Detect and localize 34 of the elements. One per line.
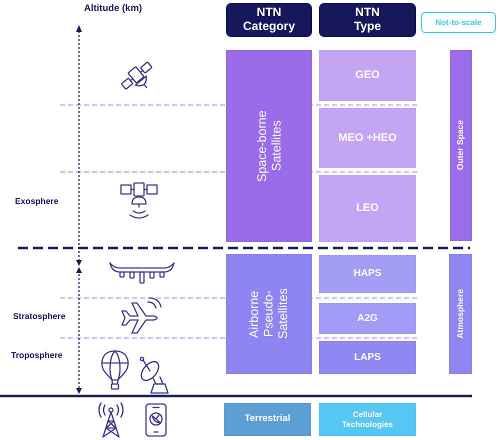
type-label: LAPS [354,352,381,364]
region-bar [450,50,472,241]
column-heading: NTN Category [242,6,296,34]
layer-name: Exosphere [15,197,58,206]
scale-note: Not-to-scale [435,18,482,28]
axis-title: Altitude (km) [84,4,142,14]
type-label: A2G [357,312,378,324]
type-block [319,303,416,334]
type-label: GEO [355,69,380,82]
category-block [226,50,312,242]
category-block [224,403,311,436]
type-block [319,403,416,436]
type-block [319,175,416,242]
region-bar [449,254,472,374]
category-label: Airborne Pseudo-Satellites [247,288,291,342]
type-block [319,341,416,374]
type-label: MEO +HEO [338,132,397,144]
layer-name: Troposphere [11,351,62,360]
region-label: Outer Space [456,120,466,171]
type-label: HAPS [354,268,382,280]
category-block [226,254,312,374]
type-block [319,255,416,293]
category-label: Terrestrial [244,414,290,425]
column-header [319,3,416,37]
layer-name: Stratosphere [13,312,66,322]
column-heading: NTN Type [352,6,382,34]
column-header [226,3,312,37]
type-block [319,50,416,101]
type-label: Cellular Technologies [341,410,394,429]
type-block [319,108,416,168]
region-label: Atmosphere [456,289,466,339]
category-label: Space-borne Satellites [254,109,284,184]
scale-note-tag [421,12,496,33]
type-label: LEO [356,202,379,215]
